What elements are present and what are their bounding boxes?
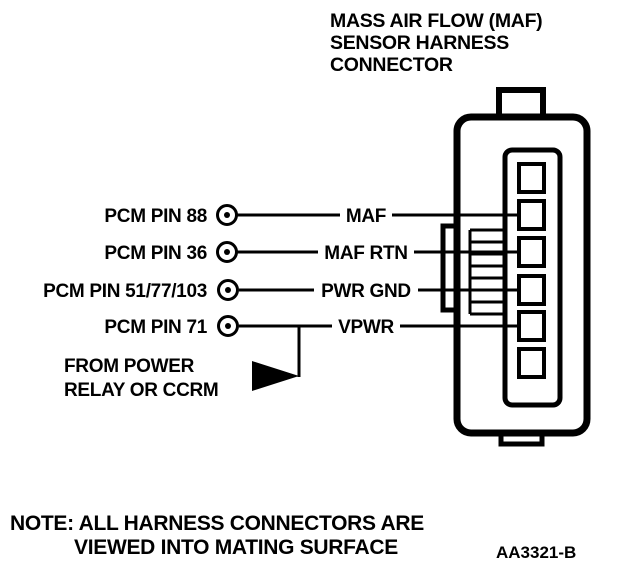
connector-side-latch (440, 223, 461, 313)
pcm-label-pin36: PCM PIN 36 (104, 243, 207, 264)
connector-pin-6 (517, 347, 546, 379)
signal-label-vpwr: VPWR (338, 317, 394, 338)
footer-note-line2: VIEWED INTO MATING SURFACE (74, 536, 398, 559)
terminal-dot-pin71 (225, 323, 231, 329)
signal-label-mafrtn: MAF RTN (324, 243, 407, 264)
wires (237, 213, 519, 377)
power-feed-arrow-icon (252, 361, 299, 391)
connector-pin-3 (517, 236, 546, 268)
power-source-line2: RELAY OR CCRM (64, 380, 218, 401)
connector-pin-4 (517, 274, 546, 306)
diagram-title-line2: SENSOR HARNESS (330, 32, 509, 54)
footer-note-line1: NOTE: ALL HARNESS CONNECTORS ARE (10, 512, 424, 535)
connector-pin-5 (517, 310, 546, 342)
terminal-circle-pin71 (217, 315, 239, 337)
figure-code: AA3321-B (496, 543, 576, 562)
power-source-line1: FROM POWER (64, 356, 195, 377)
pcm-label-pin51: PCM PIN 51/77/103 (43, 281, 207, 302)
diagram-title-line1: MASS AIR FLOW (MAF) (330, 10, 542, 32)
connector-pin-2 (517, 199, 546, 231)
terminal-dot-pin51 (225, 287, 231, 293)
terminal-circle-pin36 (216, 241, 238, 263)
pcm-label-pin71: PCM PIN 71 (104, 317, 207, 338)
terminal-circle-pin51 (217, 279, 239, 301)
diagram-title-line3: CONNECTOR (330, 54, 453, 76)
terminal-circle-pin88 (216, 204, 238, 226)
signal-label-maf: MAF (346, 206, 386, 227)
terminal-dot-pin88 (224, 212, 230, 218)
pcm-label-pin88: PCM PIN 88 (104, 206, 207, 227)
signal-label-pwrgnd: PWR GND (321, 281, 411, 302)
connector-pin-1 (517, 162, 546, 194)
terminal-dot-pin36 (224, 249, 230, 255)
pcm-terminals (216, 204, 239, 337)
